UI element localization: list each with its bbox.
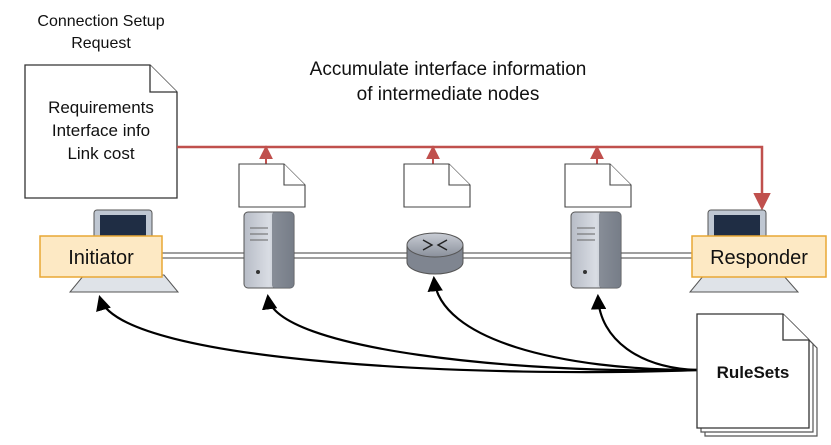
request-caption-line-2: Request xyxy=(71,35,131,52)
node-1-server-icon xyxy=(243,211,295,289)
node-3-server-icon xyxy=(570,211,622,289)
accumulate-caption-line-2: of intermediate nodes xyxy=(357,84,540,105)
ruleset-distribution-arrows xyxy=(96,275,698,374)
node-2-router-icon xyxy=(406,232,464,275)
initiator-box xyxy=(39,235,163,278)
rulesets-label: RuleSets xyxy=(717,363,790,382)
node-1-info-document-icon xyxy=(238,163,306,208)
network-links xyxy=(162,252,692,259)
node-2-info-document-icon xyxy=(403,163,471,208)
rulesets-document-stack-icon xyxy=(696,313,818,437)
responder-box xyxy=(691,235,827,278)
node-3-info-document-icon xyxy=(564,163,632,208)
initiator-label: Initiator xyxy=(68,247,134,269)
request-doc-line-interface-info: Interface info xyxy=(52,121,150,140)
request-document-icon xyxy=(24,64,178,199)
request-doc-line-requirements: Requirements xyxy=(48,98,154,117)
request-doc-line-link-cost: Link cost xyxy=(67,144,134,163)
request-caption-line-1: Connection Setup xyxy=(37,13,164,30)
accumulate-caption-line-1: Accumulate interface information xyxy=(310,59,587,80)
responder-label: Responder xyxy=(710,247,808,269)
